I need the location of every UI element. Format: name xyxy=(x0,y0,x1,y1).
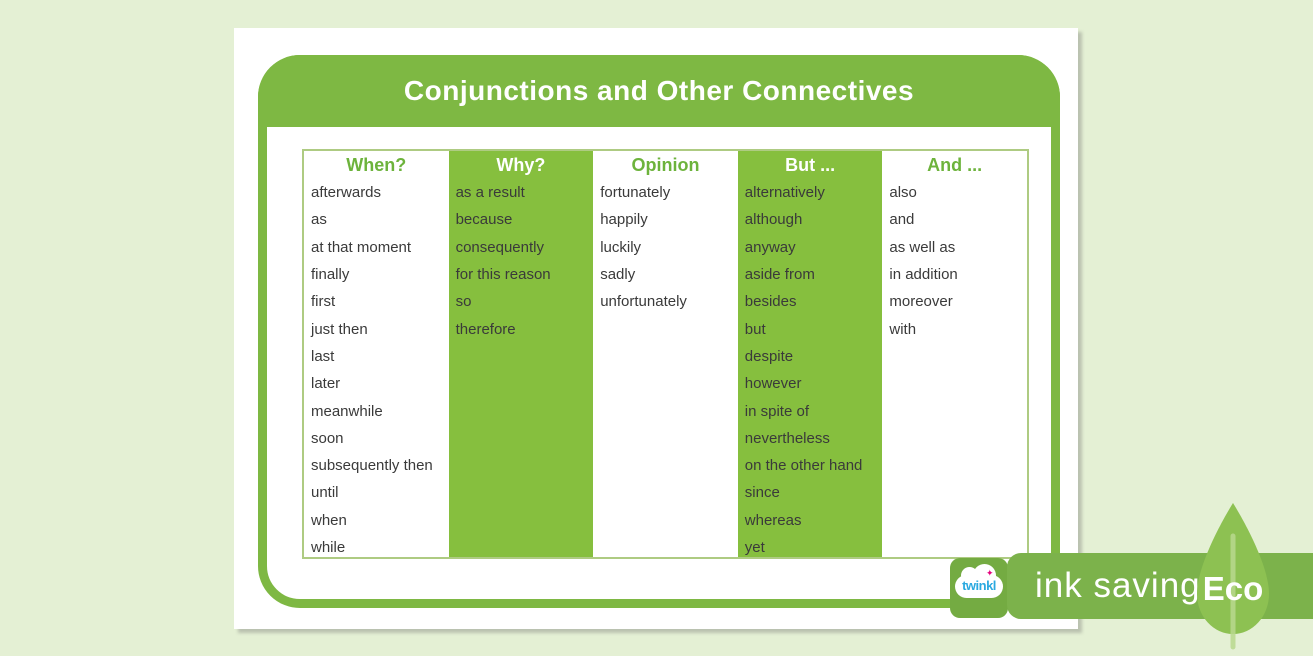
column-but: But ... alternatively although anyway aside … xyxy=(737,151,883,557)
column-header: Opinion xyxy=(631,154,700,175)
word-item: because xyxy=(455,211,513,229)
word-item: aside from xyxy=(744,266,815,284)
word-item: as a result xyxy=(455,184,525,202)
word-item: luckily xyxy=(600,238,642,256)
column-header: But ... xyxy=(785,154,836,175)
word-item: although xyxy=(744,211,803,229)
word-item: yet xyxy=(744,539,765,556)
column-when: When? afterwards as at that moment finally fi… xyxy=(304,151,449,557)
column-opinion: Opinion fortunately happily luckily sadly unf… xyxy=(593,151,738,557)
word-item: consequently xyxy=(455,238,544,256)
word-item: sadly xyxy=(600,266,636,284)
word-item: besides xyxy=(744,293,797,311)
word-item: therefore xyxy=(455,320,516,338)
word-item: since xyxy=(744,484,780,502)
eco-label: Eco xyxy=(1202,570,1264,607)
word-item: in addition xyxy=(889,266,958,284)
ink-saving-label: ink saving xyxy=(1035,566,1201,605)
word-item: and xyxy=(889,211,915,229)
word-item: fortunately xyxy=(600,184,671,202)
word-item: later xyxy=(311,375,341,393)
word-item: for this reason xyxy=(455,266,551,284)
word-item: anyway xyxy=(744,238,796,256)
twinkl-cloud-icon: ✦ twinkl xyxy=(955,564,1003,598)
connectives-table: When? afterwards as at that moment finally fi… xyxy=(302,149,1029,559)
word-item: when xyxy=(311,511,347,529)
column-and: And ... also and as well as in addition moreo… xyxy=(882,151,1027,557)
word-item: last xyxy=(311,347,335,365)
word-item: also xyxy=(889,184,917,202)
word-item: just then xyxy=(311,320,368,338)
word-item: soon xyxy=(311,429,344,447)
column-header: When? xyxy=(346,154,407,175)
word-item: until xyxy=(311,484,339,502)
word-item: subsequently then xyxy=(311,457,433,475)
word-item: happily xyxy=(600,211,648,229)
word-item: first xyxy=(311,293,336,311)
word-item: whereas xyxy=(744,511,802,529)
word-item: despite xyxy=(744,347,794,365)
column-header: And ... xyxy=(927,154,983,175)
column-why: Why? as a result because consequently for th… xyxy=(448,151,594,557)
word-item: alternatively xyxy=(744,184,825,202)
word-item: at that moment xyxy=(311,238,412,256)
twinkl-wordmark: twinkl xyxy=(962,578,996,593)
word-item: moreover xyxy=(889,293,953,311)
word-item: with xyxy=(889,320,917,338)
word-item: on the other hand xyxy=(744,457,863,475)
word-item: as well as xyxy=(889,238,956,256)
word-item: in spite of xyxy=(744,402,809,420)
word-item: but xyxy=(744,320,766,338)
word-item: while xyxy=(311,539,346,556)
worksheet-frame: Conjunctions and Other Connectives When?… xyxy=(258,55,1060,608)
worksheet-card: Conjunctions and Other Connectives When?… xyxy=(234,28,1078,629)
page-title: Conjunctions and Other Connectives xyxy=(403,75,915,106)
word-item: as xyxy=(311,211,327,229)
word-item: nevertheless xyxy=(744,429,830,447)
word-item: afterwards xyxy=(311,184,382,202)
word-item: unfortunately xyxy=(600,293,687,311)
column-header: Why? xyxy=(496,154,546,175)
eco-leaf: Eco xyxy=(1191,500,1275,650)
word-item: meanwhile xyxy=(311,402,383,420)
word-item: however xyxy=(744,375,802,393)
word-item: so xyxy=(455,293,472,311)
word-item: finally xyxy=(311,266,350,284)
twinkl-logo: ✦ twinkl xyxy=(950,558,1008,618)
title-bar: Conjunctions and Other Connectives xyxy=(258,55,1060,127)
twinkl-star-icon: ✦ xyxy=(986,568,994,578)
leaf-icon xyxy=(1197,503,1269,650)
